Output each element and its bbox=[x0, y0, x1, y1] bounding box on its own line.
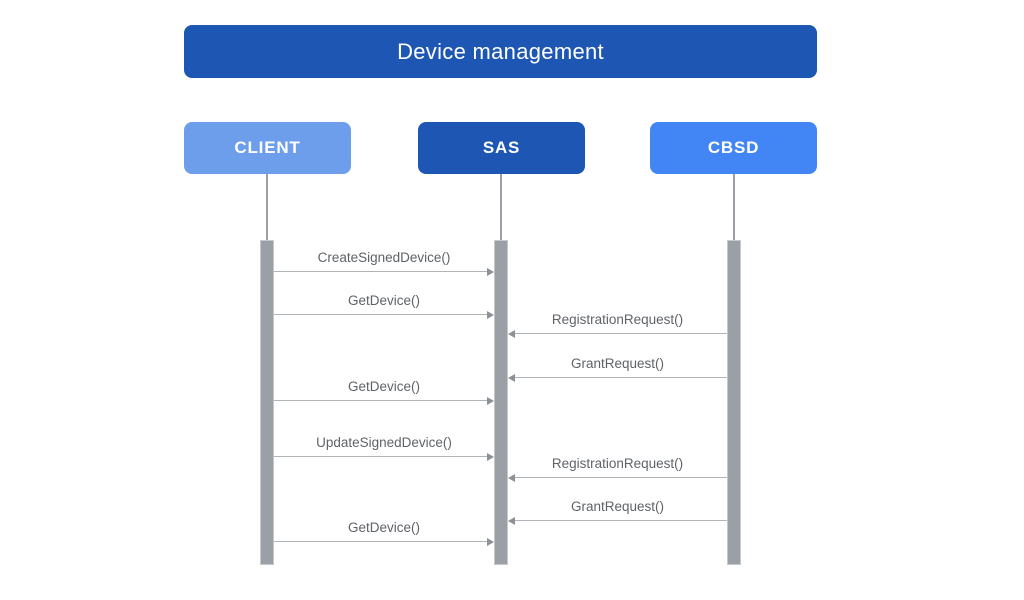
message-line bbox=[274, 314, 487, 316]
message-arrowhead bbox=[487, 396, 494, 405]
message-label: GrantRequest() bbox=[570, 356, 665, 371]
actor-box-cbsd: CBSD bbox=[650, 122, 817, 174]
diagram-title: Device management bbox=[397, 38, 604, 64]
message-arrowhead bbox=[487, 537, 494, 546]
actor-box-sas: SAS bbox=[418, 122, 585, 174]
activation-bar-cbsd bbox=[727, 240, 741, 565]
message-arrowhead bbox=[508, 516, 515, 525]
message-label: CreateSignedDevice() bbox=[317, 250, 451, 265]
message-label: GrantRequest() bbox=[570, 499, 665, 514]
message-label: GetDevice() bbox=[347, 379, 421, 394]
message-line bbox=[515, 520, 727, 522]
lifeline-client bbox=[266, 174, 268, 240]
message-line bbox=[515, 333, 727, 335]
message-arrowhead bbox=[508, 373, 515, 382]
message-line bbox=[515, 477, 727, 479]
actor-label: SAS bbox=[482, 138, 521, 157]
message-label: GetDevice() bbox=[347, 293, 421, 308]
message-line bbox=[274, 456, 487, 458]
message-line bbox=[274, 271, 487, 273]
actor-box-client: CLIENT bbox=[184, 122, 351, 174]
message-arrowhead bbox=[508, 329, 515, 338]
message-line bbox=[274, 400, 487, 402]
diagram-title-bar: Device management bbox=[184, 25, 817, 78]
lifeline-sas bbox=[500, 174, 502, 240]
activation-bar-sas bbox=[494, 240, 508, 565]
message-arrowhead bbox=[487, 267, 494, 276]
actor-label: CLIENT bbox=[234, 138, 301, 157]
message-label: UpdateSignedDevice() bbox=[316, 435, 452, 450]
message-label: RegistrationRequest() bbox=[551, 456, 684, 471]
message-line bbox=[515, 377, 727, 379]
message-label: GetDevice() bbox=[347, 520, 421, 535]
message-arrowhead bbox=[487, 310, 494, 319]
message-arrowhead bbox=[487, 452, 494, 461]
activation-bar-client bbox=[260, 240, 274, 565]
message-line bbox=[274, 541, 487, 543]
actor-label: CBSD bbox=[707, 138, 760, 157]
message-arrowhead bbox=[508, 473, 515, 482]
message-label: RegistrationRequest() bbox=[551, 312, 684, 327]
lifeline-cbsd bbox=[733, 174, 735, 240]
